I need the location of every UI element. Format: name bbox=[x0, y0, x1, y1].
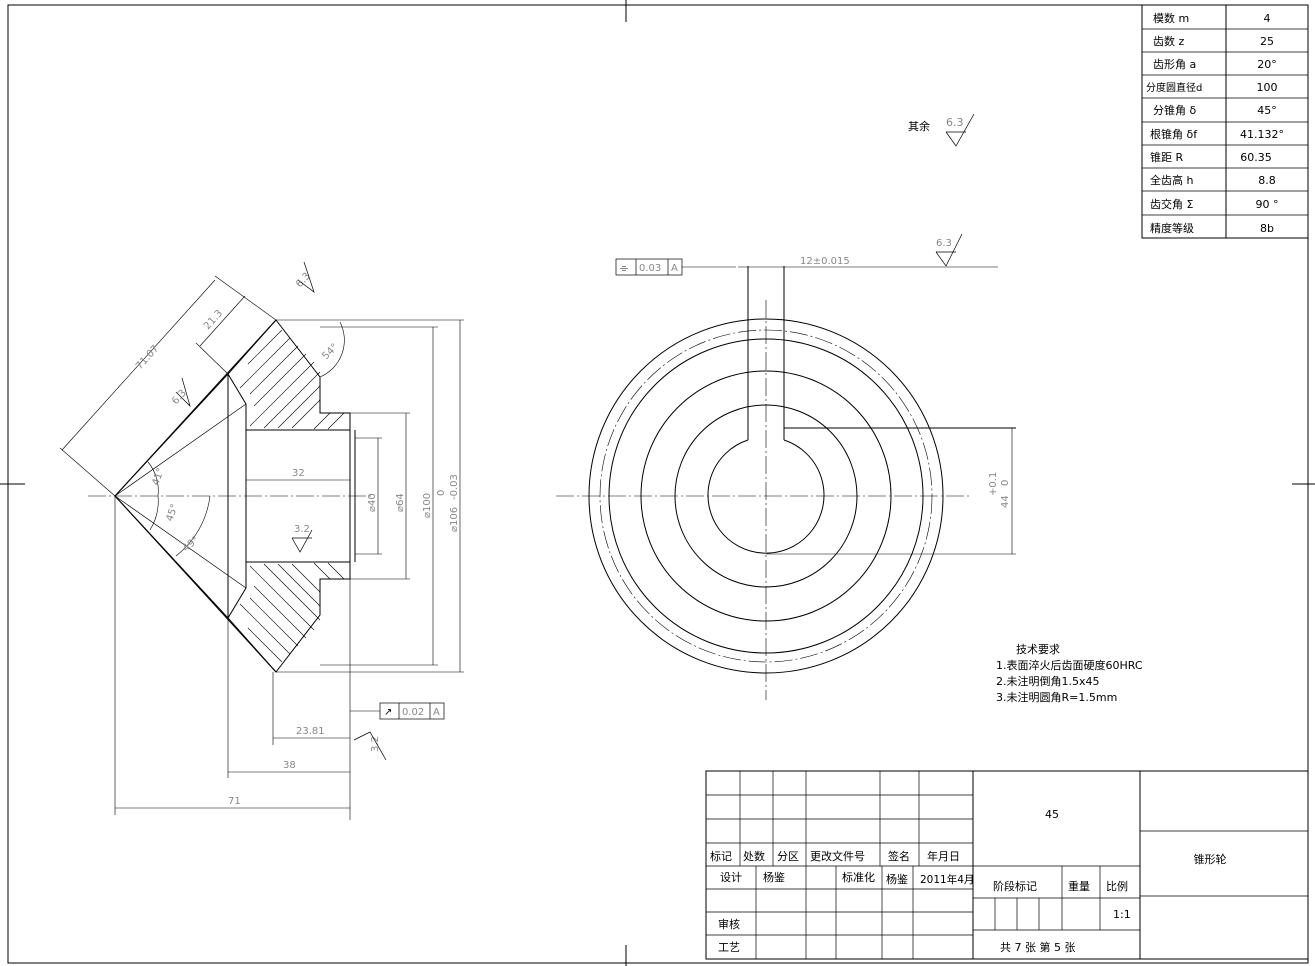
roughness-bore: 3.2 bbox=[294, 524, 310, 535]
dim-23-81: 23.81 bbox=[296, 726, 325, 737]
dim-phi64: ⌀64 bbox=[395, 493, 406, 512]
scale-label: 比例 bbox=[1106, 879, 1128, 893]
param-label: 精度等级 bbox=[1150, 221, 1194, 235]
process-label: 工艺 bbox=[718, 941, 740, 954]
dim-71-07: 71.07 bbox=[134, 343, 161, 372]
tech-item: 3.未注明圆角R=1.5mm bbox=[996, 690, 1117, 704]
param-value: 25 bbox=[1260, 35, 1274, 48]
param-value: 90 ° bbox=[1256, 198, 1279, 211]
dim-key-width: 12±0.015 bbox=[800, 256, 850, 267]
tech-item: 2.未注明倒角1.5x45 bbox=[996, 674, 1100, 688]
part-name: 锥形轮 bbox=[1194, 852, 1227, 866]
runout-value: 0.02 bbox=[402, 707, 424, 718]
dim-key-height-upper: +0.1 bbox=[988, 472, 999, 496]
designer-name: 杨鉴 bbox=[763, 870, 785, 884]
param-label: 齿形角 a bbox=[1153, 58, 1196, 71]
roughness-back: 3.2 bbox=[370, 736, 381, 752]
std-label: 标准化 bbox=[842, 870, 875, 884]
dim-32: 32 bbox=[292, 468, 305, 479]
tech-item: 1.表面淬火后齿面硬度60HRC bbox=[996, 658, 1143, 672]
weight-label: 重量 bbox=[1068, 879, 1090, 893]
dim-38: 38 bbox=[283, 760, 296, 771]
symmetry-datum: A bbox=[671, 263, 678, 274]
param-value: 60.35 bbox=[1240, 151, 1272, 164]
dim-angle-45: 45° bbox=[164, 503, 180, 523]
param-label: 齿数 z bbox=[1153, 35, 1184, 48]
dim-angle-54: 54° bbox=[320, 342, 340, 362]
param-value: 20° bbox=[1257, 58, 1277, 71]
param-label: 全齿高 h bbox=[1150, 173, 1193, 187]
symmetry-symbol: ⌯ bbox=[620, 263, 628, 274]
scale-value: 1:1 bbox=[1113, 908, 1131, 921]
review-label: 审核 bbox=[718, 917, 740, 931]
roughness-keyway: 6.3 bbox=[936, 238, 952, 249]
title-block: 标记 处数 分区 更改文件号 签名 年月日 设计 杨鉴 标准化 杨鉴 2011年… bbox=[705, 770, 1309, 960]
param-label: 根锥角 δf bbox=[1150, 127, 1198, 141]
runout-symbol: ↗ bbox=[384, 707, 392, 718]
dim-phi106-upper: 0 bbox=[436, 490, 447, 496]
std-name: 杨鉴 bbox=[886, 872, 908, 886]
svg-text:6.3: 6.3 bbox=[946, 116, 964, 129]
symmetry-value: 0.03 bbox=[639, 263, 661, 274]
symmetry-tolerance-frame: ⌯ 0.03 A bbox=[615, 258, 736, 276]
param-label: 锥距 R bbox=[1150, 151, 1183, 164]
parameter-table: 模数 m 4 齿数 z 25 齿形角 a 20° 分度圆直径d 100 分锥角 … bbox=[1141, 4, 1309, 239]
stage-label: 阶段标记 bbox=[993, 879, 1037, 893]
sheet-count: 共 7 张 第 5 张 bbox=[1000, 940, 1075, 954]
dim-21-3: 21.3 bbox=[202, 308, 225, 332]
dim-phi106-lower: -0.03 bbox=[449, 474, 460, 500]
param-value: 100 bbox=[1257, 81, 1278, 94]
header-mark: 标记 bbox=[710, 849, 732, 863]
dim-angle-49: 49° bbox=[181, 534, 202, 554]
runout-tolerance-frame: ↗ 0.02 A bbox=[350, 702, 445, 720]
dim-phi100: ⌀100 bbox=[422, 493, 433, 518]
dim-71: 71 bbox=[228, 796, 241, 807]
header-count: 处数 bbox=[743, 850, 765, 863]
header-zone: 分区 bbox=[777, 850, 799, 863]
param-value: 45° bbox=[1257, 104, 1277, 117]
header-sign: 签名 bbox=[888, 849, 910, 863]
param-label: 分度圆直径d bbox=[1146, 81, 1202, 94]
param-value: 8.8 bbox=[1258, 174, 1276, 187]
dim-phi40: ⌀40 bbox=[367, 493, 378, 512]
sheet-border bbox=[7, 4, 1309, 964]
header-doc: 更改文件号 bbox=[810, 849, 865, 863]
front-view: 44 +0.1 0 12±0.015 ⌯ 0.03 A 6.3 bbox=[556, 233, 1016, 700]
section-view: ⌀40 ⌀64 ⌀100 ⌀106 0 -0.03 32 3.2 71.07 2… bbox=[59, 261, 464, 820]
param-label: 模数 m bbox=[1153, 12, 1189, 25]
roughness-rest: 其余 6.3 bbox=[908, 113, 975, 147]
svg-text:其余: 其余 bbox=[908, 119, 930, 133]
design-date: 2011年4月 bbox=[920, 873, 974, 886]
technical-requirements: 技术要求 1.表面淬火后齿面硬度60HRC 2.未注明倒角1.5x45 3.未注… bbox=[996, 643, 1143, 704]
param-value: 4 bbox=[1264, 12, 1271, 25]
param-label: 齿交角 Σ bbox=[1150, 197, 1193, 211]
header-date: 年月日 bbox=[927, 849, 960, 863]
dim-key-height: 44 bbox=[1000, 495, 1011, 508]
material: 45 bbox=[1045, 808, 1059, 821]
param-value: 8b bbox=[1260, 222, 1274, 235]
runout-datum: A bbox=[433, 707, 440, 718]
param-label: 分锥角 δ bbox=[1153, 104, 1196, 117]
param-value: 41.132° bbox=[1240, 128, 1284, 141]
dim-key-height-lower: 0 bbox=[1000, 480, 1011, 486]
roughness-cone-1: 6.3 bbox=[170, 388, 189, 407]
design-label: 设计 bbox=[720, 871, 742, 884]
dim-phi106: ⌀106 bbox=[449, 507, 460, 532]
tech-title: 技术要求 bbox=[1016, 643, 1060, 656]
